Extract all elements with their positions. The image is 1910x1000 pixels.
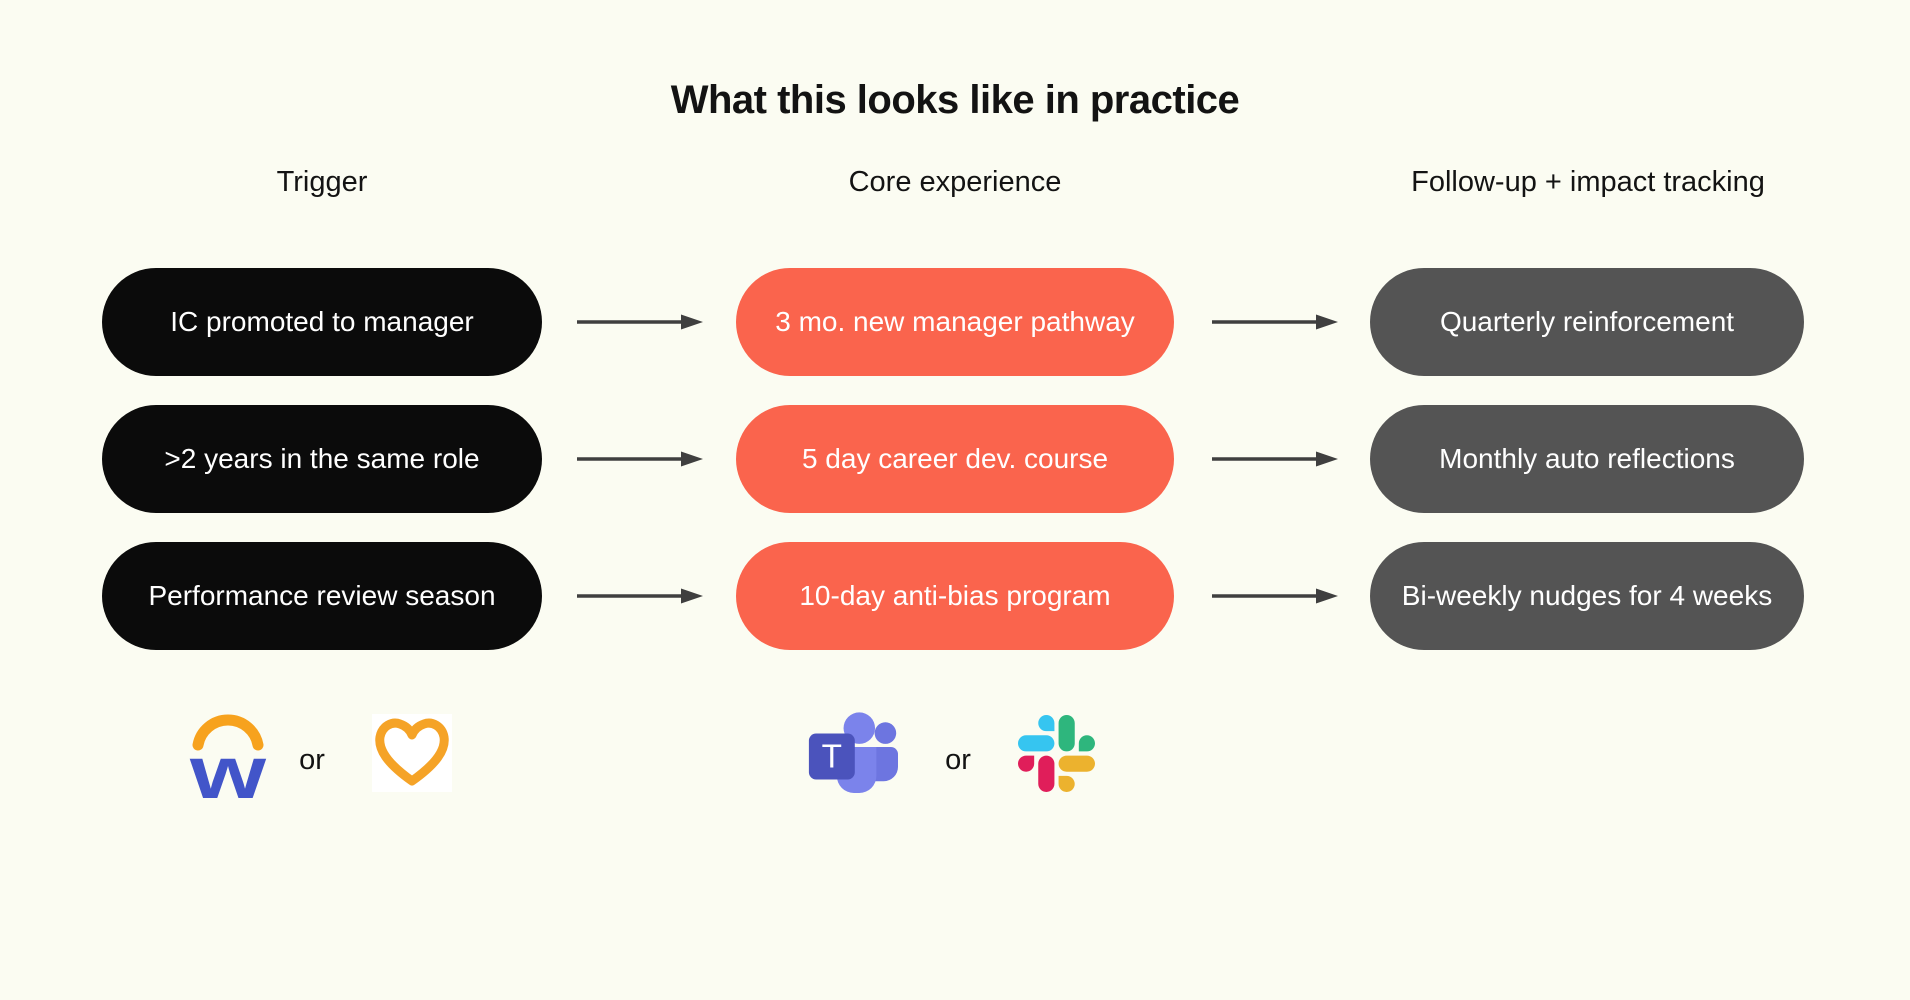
trigger-pill: IC promoted to manager [102,268,542,376]
column-header-followup: Follow-up + impact tracking [1411,166,1765,198]
followup-pill: Quarterly reinforcement [1370,268,1804,376]
arrow-right-icon [577,314,703,330]
heart-icon [375,718,449,786]
followup-pill: Monthly auto reflections [1370,405,1804,513]
arrow-right-icon [1212,314,1338,330]
column-header-trigger: Trigger [276,166,368,198]
core-pill: 5 day career dev. course [736,405,1174,513]
arrow-right-icon [577,451,703,467]
arrow-right-icon [1212,588,1338,604]
followup-pill: Bi-weekly nudges for 4 weeks [1370,542,1804,650]
column-header-core-experience: Core experience [848,166,1062,198]
arrow-right-icon [1212,451,1338,467]
trigger-pill: >2 years in the same role [102,405,542,513]
core-pill: 10-day anti-bias program [736,542,1174,650]
trigger-pill: Performance review season [102,542,542,650]
or-separator-label: or [945,744,971,776]
workday-icon: w [189,714,267,802]
ms-teams-icon: T [808,712,898,793]
svg-text:w: w [189,731,267,802]
heart-logo-box [372,714,452,792]
or-separator-label: or [299,744,325,776]
slack-icon [1018,715,1095,792]
page-title: What this looks like in practice [670,78,1240,122]
svg-text:T: T [822,739,842,776]
core-pill: 3 mo. new manager pathway [736,268,1174,376]
arrow-right-icon [577,588,703,604]
